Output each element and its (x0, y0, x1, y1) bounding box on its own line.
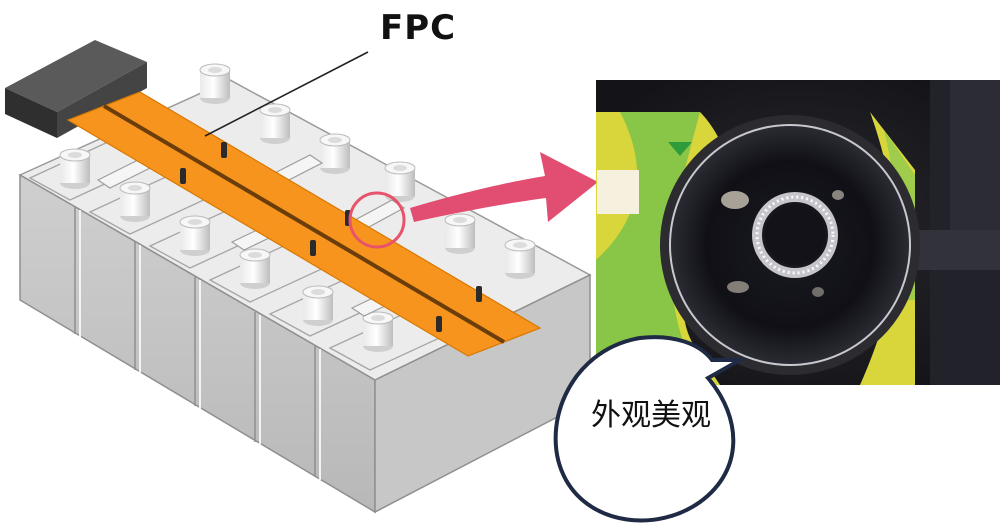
fpc-pins (180, 142, 482, 332)
fpc-leader-line (204, 51, 369, 137)
terminal-post (199, 63, 231, 104)
terminal-post (319, 133, 351, 174)
pointer-arrow (410, 152, 598, 222)
terminal-posts (59, 63, 536, 352)
module-front-faces (19, 173, 591, 514)
speech-bubble (553, 335, 748, 523)
weld-highlight-circle (348, 191, 406, 249)
terminal-post (444, 213, 476, 254)
fpc-strip (66, 91, 542, 357)
terminal-post (504, 238, 536, 279)
fpc-label: FPC (380, 8, 457, 48)
battery-module-illustration (5, 40, 592, 514)
terminal-post (239, 248, 271, 289)
terminal-post (362, 311, 394, 352)
terminal-post (384, 161, 416, 202)
terminal-post (259, 103, 291, 144)
terminal-post (302, 285, 334, 326)
terminal-post (59, 148, 91, 189)
terminal-post (119, 181, 151, 222)
terminal-post (179, 215, 211, 256)
callout-text: 外观美观 (591, 398, 711, 433)
magnified-weld-photo (596, 80, 1000, 385)
